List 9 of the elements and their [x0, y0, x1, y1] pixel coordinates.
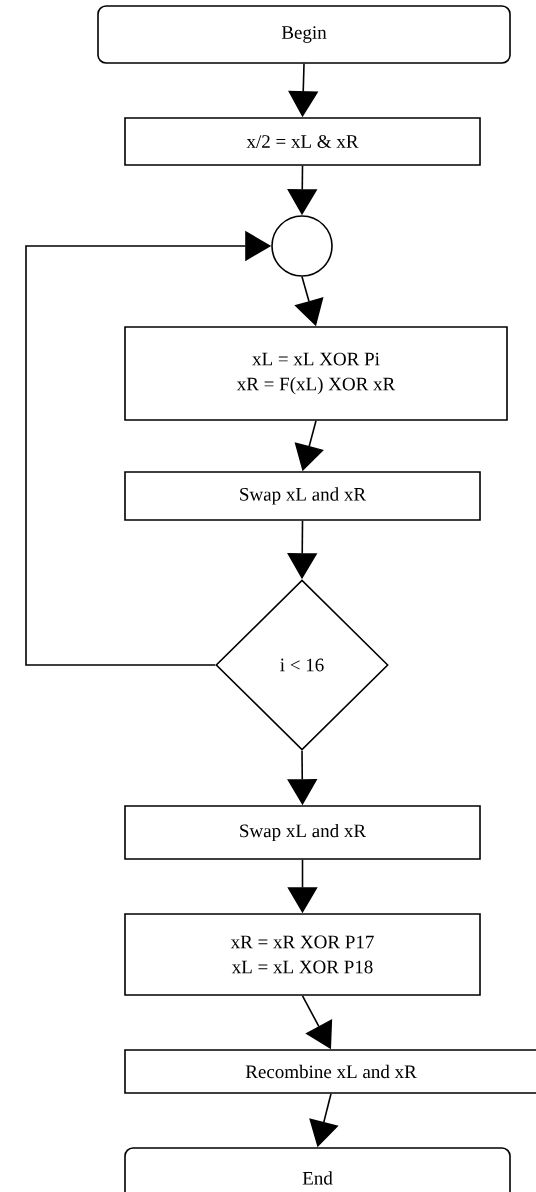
process-box: Recombine xL and xR	[124, 1049, 536, 1094]
process-box: xL = xL XOR Pi xR = F(xL) XOR xR	[124, 326, 508, 421]
process-box: Swap xL and xR	[124, 805, 481, 860]
process-box: Swap xL and xR	[124, 471, 481, 521]
terminal-box: Begin	[97, 5, 511, 64]
process-box: x/2 = xL & xR	[124, 117, 481, 166]
connector-circle	[271, 215, 333, 277]
process-box: xR = xR XOR P17 xL = xL XOR P18	[124, 913, 481, 996]
terminal-box: End	[124, 1147, 511, 1192]
